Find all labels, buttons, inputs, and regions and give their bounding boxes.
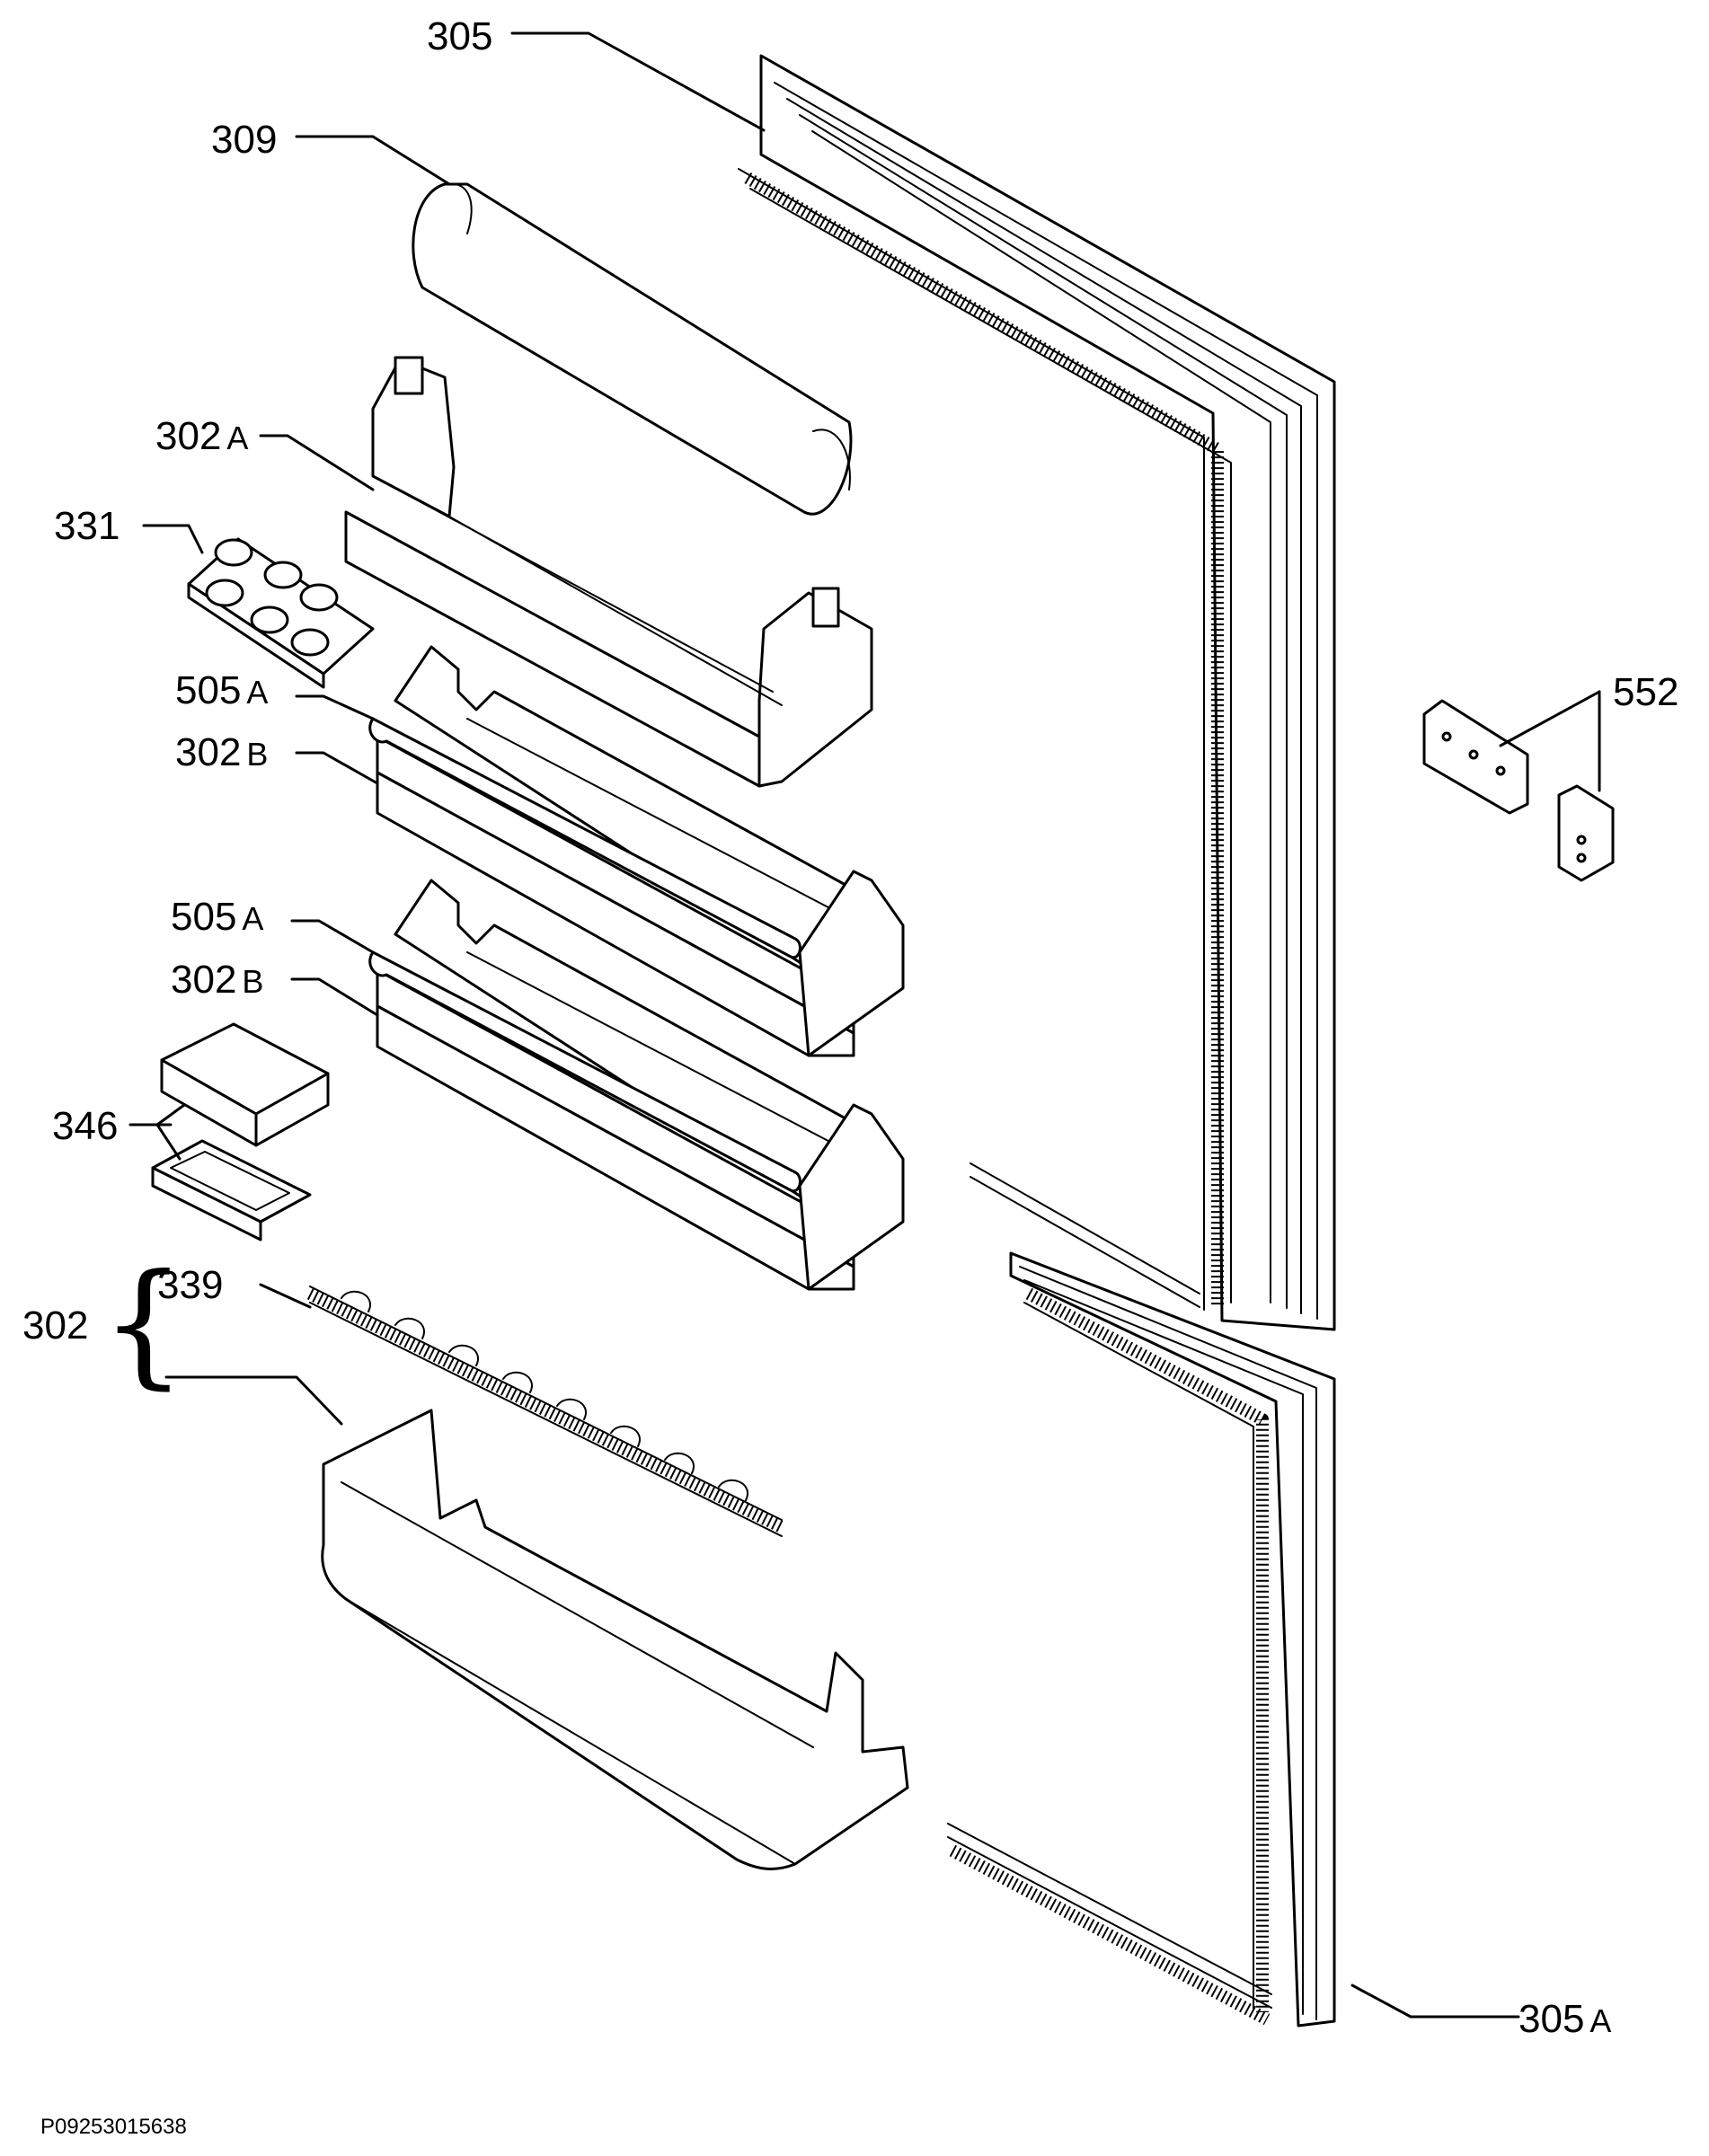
brace-302: { [101, 1246, 186, 1402]
label-309: 309 [211, 118, 277, 162]
label-331: 331 [54, 504, 120, 548]
label-552: 552 [1613, 670, 1678, 714]
label-339: 339 [157, 1263, 223, 1307]
shelf-302-bottom [321, 1409, 909, 1870]
egg-tray-331 [187, 537, 375, 689]
hinge-brackets-552 [1422, 699, 1615, 882]
cover-309 [412, 182, 853, 516]
lower-door-305a [947, 1251, 1336, 2028]
shelf-302b-upper [368, 645, 905, 1057]
label-346: 346 [52, 1104, 118, 1148]
drawing-code: P09253015638 [40, 2115, 187, 2139]
upper-door-305 [738, 54, 1336, 1331]
shelf-302a [344, 356, 873, 788]
shelf-302b-lower [368, 879, 905, 1291]
label-305: 305 [427, 14, 492, 58]
label-302: 302 [22, 1303, 88, 1348]
leader-lines [128, 31, 1601, 2019]
bottle-strip-339 [306, 1286, 785, 1537]
butter-dish-346 [151, 1022, 330, 1241]
